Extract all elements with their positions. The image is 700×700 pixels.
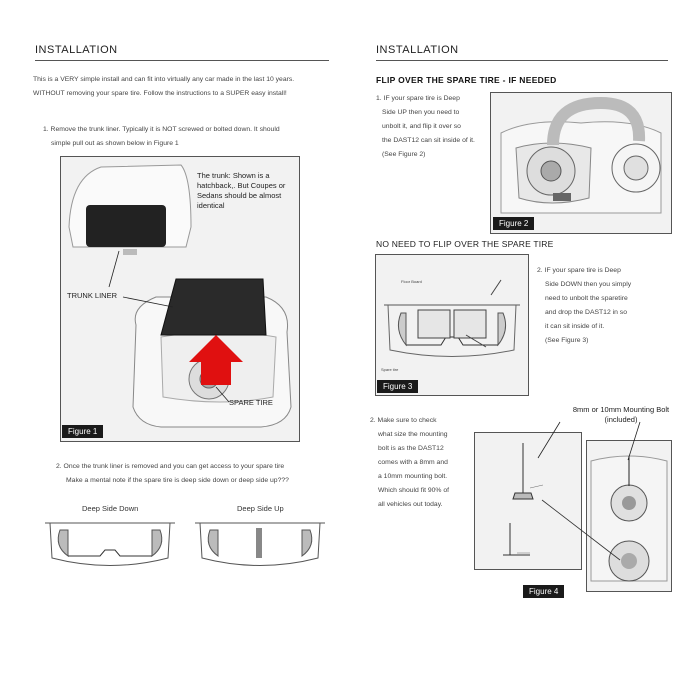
figure-1: The trunk: Shown is a hatchback,. But Co… xyxy=(60,156,300,442)
intro-paragraph: This is a VERY simple install and can fi… xyxy=(33,73,333,101)
intro-line-1: This is a VERY simple install and can fi… xyxy=(33,76,295,83)
step-2-line-2: Make a mental note if the spare tire is … xyxy=(66,477,289,484)
trunk-liner-label: TRUNK LINER xyxy=(67,291,118,300)
deep-up-label: Deep Side Up xyxy=(237,504,284,513)
bolt-line-2: what size the mounting xyxy=(378,431,448,438)
figure-1-note: The trunk: Shown is a hatchback,. But Co… xyxy=(197,171,297,211)
flip-line-1: 1. IF your spare tire is Deep xyxy=(376,95,460,102)
noflip-line-3: need to unbolt the sparetire xyxy=(545,295,628,302)
note-line-3: Sedans should be almost xyxy=(197,191,282,200)
step-2-text: 2. Once the trunk liner is removed and y… xyxy=(56,460,346,488)
bolt-label: 8mm or 10mm Mounting Bolt (included) xyxy=(556,405,686,425)
bolt-line-7: all vehicles out today. xyxy=(378,501,443,508)
noflip-line-5: it can sit inside of it. xyxy=(545,323,605,330)
figure-4-label: Figure 4 xyxy=(523,585,565,598)
figure-3-label: Figure 3 xyxy=(377,380,419,393)
flip-heading: FLIP OVER THE SPARE TIRE - IF NEEDED xyxy=(376,75,557,85)
bolt-line-3: bolt is as the DAST12 xyxy=(378,445,444,452)
bolt-line-4: comes with a 8mm and xyxy=(378,459,448,466)
figure-1-illustration xyxy=(68,164,292,428)
intro-line-2: WITHOUT removing your spare tire. Follow… xyxy=(33,90,287,97)
left-title-rule xyxy=(35,60,329,61)
no-flip-heading: NO NEED TO FLIP OVER THE SPARE TIRE xyxy=(376,239,554,249)
left-page-title: INSTALLATION xyxy=(35,44,118,56)
noflip-line-6: (See Figure 3) xyxy=(545,337,589,344)
step-1-text: 1. Remove the trunk liner. Typically it … xyxy=(43,123,333,151)
figure-3-illustration xyxy=(384,279,520,357)
floor-board-label: Floor Board xyxy=(401,279,422,284)
flip-line-3: unbolt it, and flip it over so xyxy=(382,123,461,130)
note-line-2: hatchback,. But Coupes or xyxy=(197,181,286,190)
right-page-title: INSTALLATION xyxy=(376,44,459,56)
bolt-line-6: Which should fit 90% of xyxy=(378,487,450,494)
figure-3: Floor Board Spare tire Figure 3 xyxy=(375,254,529,396)
step-1-line-2: simple pull out as shown below in Figure… xyxy=(51,140,179,147)
bolt-line-5: a 10mm mounting bolt. xyxy=(378,473,448,480)
flip-line-4: the DAST12 can sit inside of it. xyxy=(382,137,475,144)
noflip-line-4: and drop the DAST12 in so xyxy=(545,309,627,316)
step-flip-text: 1. IF your spare tire is Deep Side UP th… xyxy=(376,92,488,162)
flip-line-2: Side UP then you need to xyxy=(382,109,460,116)
noflip-line-2: Side DOWN then you simply xyxy=(545,281,632,288)
spare-tire-label: SPARE TIRE xyxy=(229,398,273,407)
noflip-line-1: 2. IF your spare tire is Deep xyxy=(537,267,621,274)
figure-4-trunk xyxy=(586,440,672,592)
step-2-line-1: 2. Once the trunk liner is removed and y… xyxy=(56,463,285,470)
figure-2: Figure 2 xyxy=(490,92,672,234)
figure-2-label: Figure 2 xyxy=(493,217,535,230)
note-line-1: The trunk: Shown is a xyxy=(197,171,270,180)
figure-1-label: Figure 1 xyxy=(62,425,104,438)
figure-2-illustration xyxy=(500,96,662,214)
figure-4-bolt-detail xyxy=(474,432,582,570)
bolt-label-line-1: 8mm or 10mm Mounting Bolt xyxy=(572,405,670,414)
flip-line-5: (See Figure 2) xyxy=(382,151,426,158)
bolt-line-1: 2. Make sure to check xyxy=(370,417,437,424)
bolt-detail-illustration xyxy=(503,443,544,556)
step-no-flip-text: 2. IF your spare tire is Deep Side DOWN … xyxy=(537,264,667,348)
step-bolt-text: 2. Make sure to check what size the moun… xyxy=(370,414,470,512)
bolt-label-line-2: (included) xyxy=(604,415,638,424)
note-line-4: identical xyxy=(197,201,225,210)
figure-4-leader-lines xyxy=(537,421,641,561)
trunk-illustration xyxy=(590,455,668,582)
deep-down-label: Deep Side Down xyxy=(82,504,139,513)
step-1-line-1: 1. Remove the trunk liner. Typically it … xyxy=(43,126,280,133)
spare-tire-small-label: Spare tire xyxy=(381,367,399,372)
deep-side-diagrams xyxy=(45,522,325,566)
right-title-rule xyxy=(376,60,668,61)
